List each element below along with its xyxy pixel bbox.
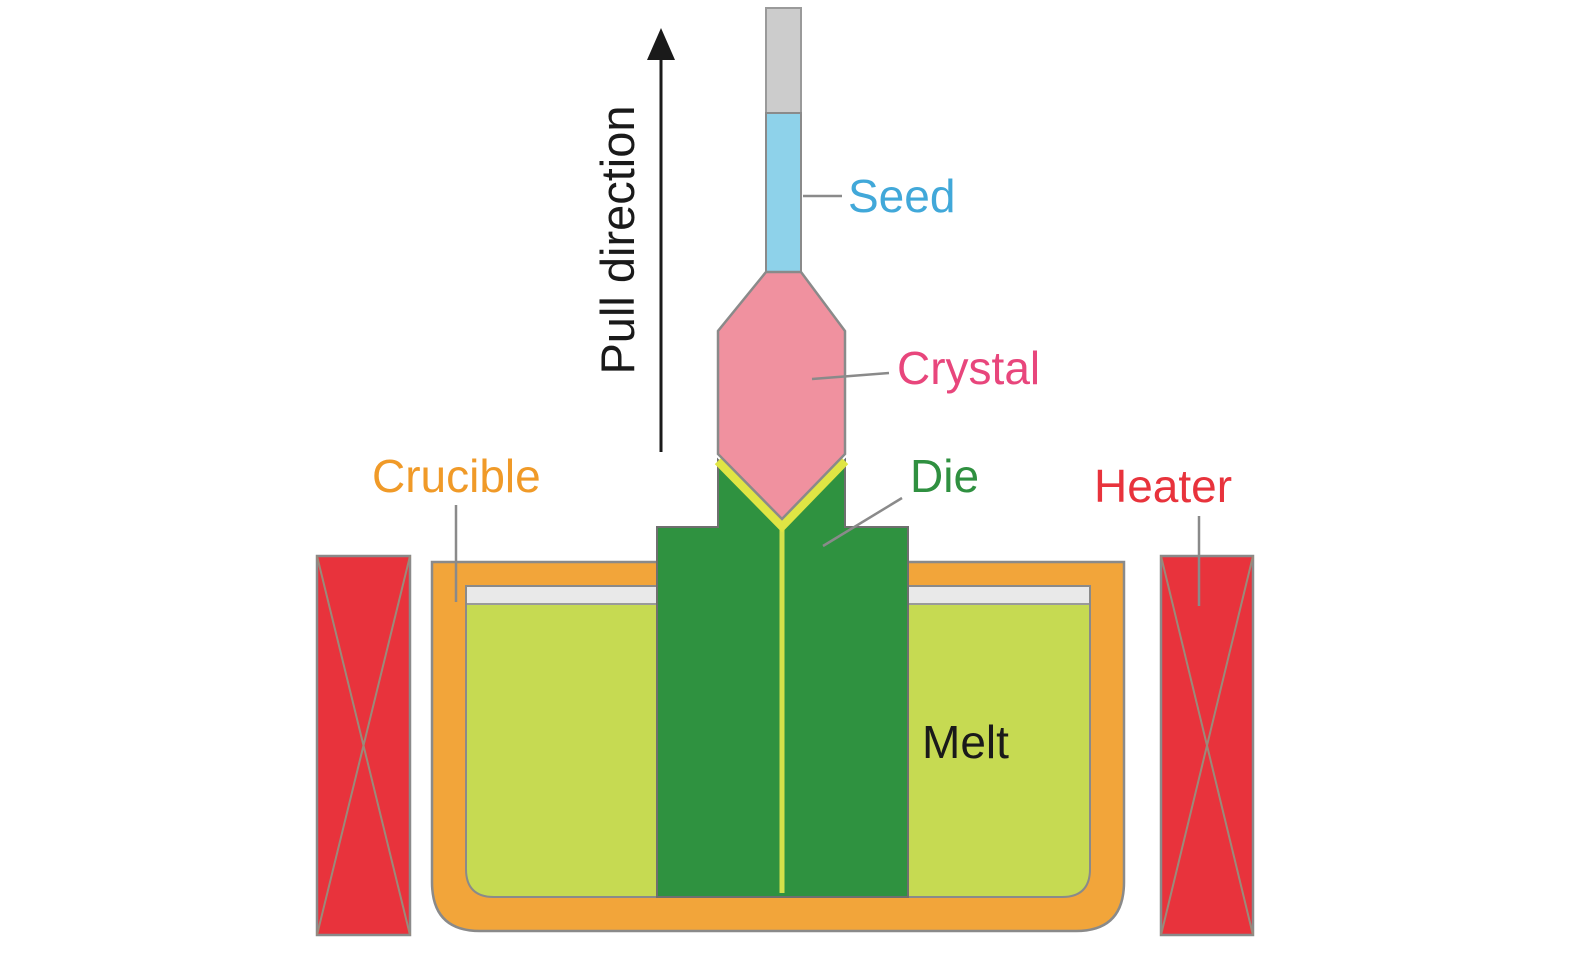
die-label: Die (910, 450, 980, 502)
crucible-label: Crucible (372, 450, 541, 502)
seed-label: Seed (848, 170, 956, 222)
heater-label: Heater (1094, 460, 1233, 512)
pull-arrow-head (647, 28, 675, 60)
heater-left-cross-line-2 (316, 555, 411, 936)
seed-rod (765, 112, 802, 276)
melt-film-meniscus (714, 457, 849, 533)
heater-right (1159, 554, 1255, 937)
crystal-label: Crystal (897, 342, 1041, 394)
heater-right-cross-line-2 (1160, 555, 1254, 936)
pull-direction-arrow (647, 28, 675, 452)
melt-label: Melt (922, 716, 1009, 768)
crystal-leader-line (811, 371, 890, 381)
heater-left (315, 554, 412, 937)
crystal-shape (716, 270, 847, 521)
pull-rod (765, 7, 802, 116)
die-leader-line (822, 496, 903, 548)
pull-direction-label: Pull direction (591, 105, 644, 375)
